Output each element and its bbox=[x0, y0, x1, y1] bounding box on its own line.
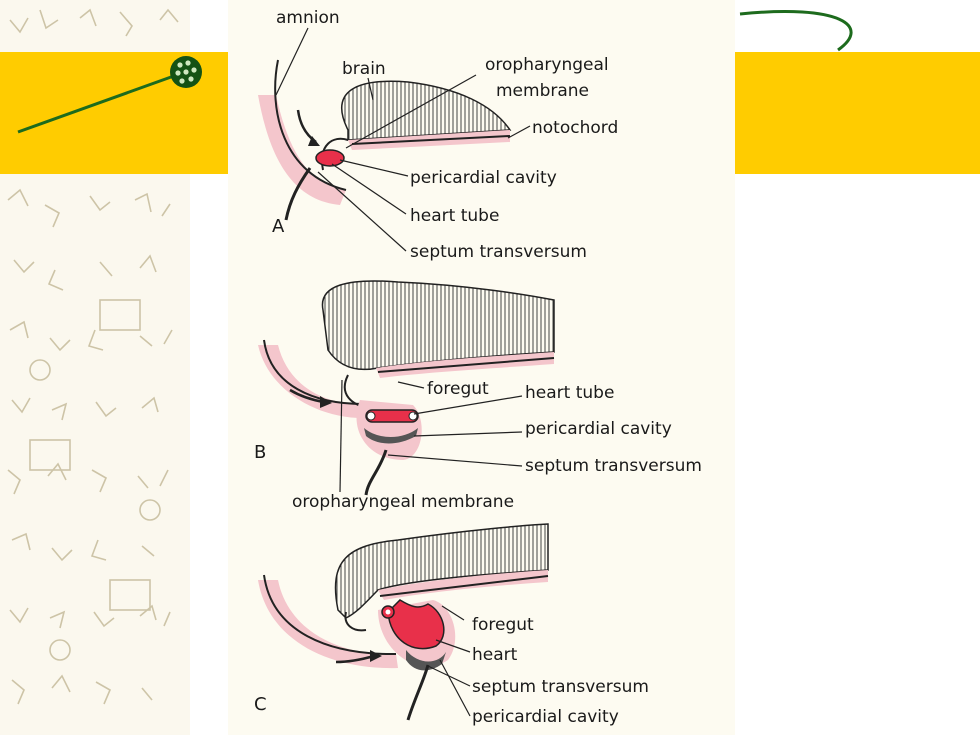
green-dotted-ball-icon bbox=[170, 56, 202, 88]
notochord-line bbox=[351, 135, 511, 145]
label-heart-c: heart bbox=[472, 645, 518, 665]
panel-letter-a: A bbox=[272, 216, 285, 237]
label-septum-transversum-b: septum transversum bbox=[525, 456, 702, 476]
brain-shape bbox=[341, 80, 512, 141]
pericardial-stipple-c bbox=[406, 650, 446, 671]
panel-letter-c: C bbox=[254, 694, 267, 715]
label-oropharyngeal: oropharyngeal bbox=[485, 55, 609, 75]
label-septum-transversum: septum transversum bbox=[410, 242, 587, 262]
label-pericardial-cavity: pericardial cavity bbox=[410, 168, 557, 188]
heart-tube-shape bbox=[315, 149, 345, 167]
panel-a: amnion brain oropharyngeal membrane noto… bbox=[258, 8, 618, 262]
pericardial-stipple-b bbox=[364, 428, 418, 444]
label-foregut-c: foregut bbox=[472, 615, 534, 635]
heart-shape-c bbox=[387, 599, 445, 650]
flow-arrow bbox=[296, 109, 317, 144]
label-foregut-b: foregut bbox=[427, 379, 489, 399]
septum-line bbox=[284, 167, 312, 221]
embryo-diagram: amnion brain oropharyngeal membrane noto… bbox=[254, 8, 702, 727]
label-pericardial-cavity-b: pericardial cavity bbox=[525, 419, 672, 439]
panel-b: foregut heart tube pericardial cavity se… bbox=[254, 280, 702, 512]
label-heart-tube: heart tube bbox=[410, 206, 499, 226]
label-amnion: amnion bbox=[276, 8, 340, 28]
panel-c: foregut heart septum transversum pericar… bbox=[254, 523, 649, 727]
label-membrane: membrane bbox=[496, 81, 589, 101]
amnion-tissue-b bbox=[258, 345, 368, 419]
brain-shape-c bbox=[334, 523, 549, 619]
heart-tube-shape-b bbox=[365, 409, 419, 423]
label-heart-tube-b: heart tube bbox=[525, 383, 614, 403]
panel-letter-b: B bbox=[254, 442, 266, 463]
brain-shape-b bbox=[321, 280, 555, 371]
decorative-line bbox=[17, 70, 186, 134]
decorative-swoosh bbox=[739, 10, 853, 52]
label-notochord: notochord bbox=[532, 118, 618, 138]
label-pericardial-cavity-c: pericardial cavity bbox=[472, 707, 619, 727]
embryo-figure-panel: amnion brain oropharyngeal membrane noto… bbox=[228, 0, 735, 735]
label-brain: brain bbox=[342, 59, 386, 79]
label-septum-transversum-c: septum transversum bbox=[472, 677, 649, 697]
label-oropharyngeal-membrane: oropharyngeal membrane bbox=[292, 492, 514, 512]
amnion-line bbox=[274, 59, 347, 191]
